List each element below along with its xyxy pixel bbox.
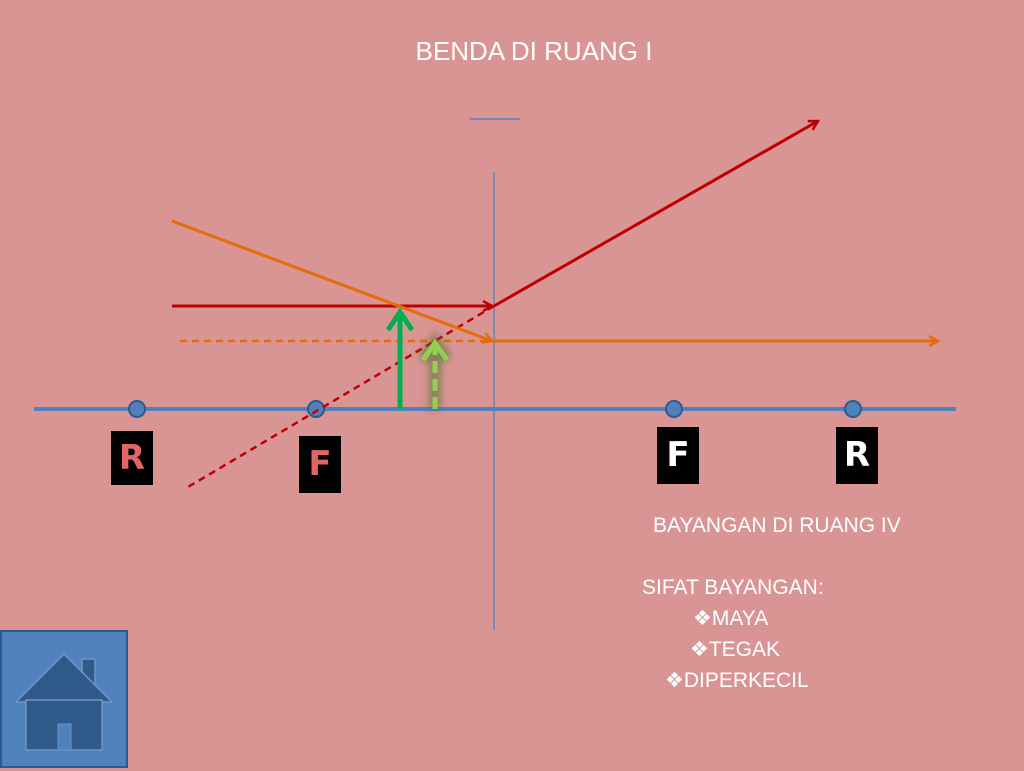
label-r-right: R (836, 427, 878, 484)
diamond-bullet-icon: ❖ (693, 607, 712, 630)
property-label: MAYA (711, 607, 769, 630)
property-label: TEGAK (708, 638, 781, 661)
red-ray-extension (187, 304, 495, 489)
point-r-left (128, 400, 146, 418)
properties-heading: SIFAT BAYANGAN: (642, 576, 824, 599)
slide-title: BENDA DI RUANG I (415, 36, 653, 66)
home-icon (14, 652, 114, 751)
orange-ray-incident (171, 219, 492, 341)
property-label: DIPERKECIL (683, 669, 809, 692)
image-arrow (418, 331, 452, 409)
point-f-right (665, 400, 683, 418)
red-ray-refracted (493, 119, 818, 308)
image-location-text: BAYANGAN DI RUANG IV (653, 514, 901, 537)
property-item: ❖DIPERKECIL (642, 665, 824, 696)
point-r-right (844, 400, 862, 418)
image-properties: SIFAT BAYANGAN: ❖MAYA ❖TEGAK ❖DIPERKECIL (642, 572, 824, 696)
label-r-left: R (111, 431, 153, 485)
diamond-bullet-icon: ❖ (665, 669, 684, 692)
property-item: ❖TEGAK (642, 634, 824, 665)
point-f-left (307, 400, 325, 418)
label-f-right: F (657, 427, 699, 484)
property-item: ❖MAYA (642, 603, 824, 634)
label-f-left: F (299, 436, 341, 493)
home-button[interactable] (0, 630, 128, 768)
object-arrow (385, 307, 415, 409)
diamond-bullet-icon: ❖ (690, 638, 709, 661)
